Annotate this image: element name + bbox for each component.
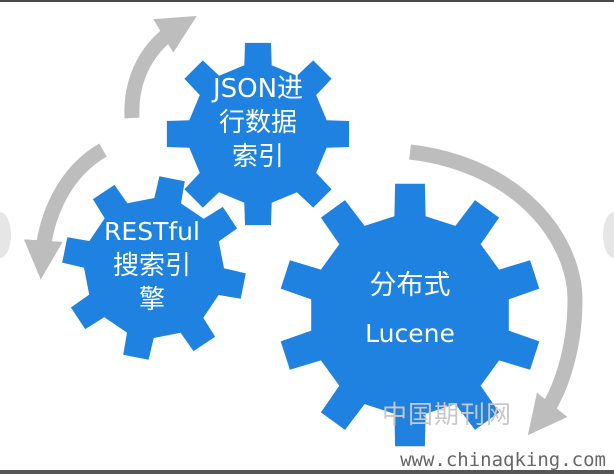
watermark-url: www.chinaqking.com xyxy=(400,449,606,471)
arrow-left xyxy=(23,143,107,280)
next-slide-tab[interactable] xyxy=(603,212,614,258)
gear-body xyxy=(280,183,540,447)
json-gear-label-line1: JSON进 xyxy=(211,74,303,104)
restful-gear-label-line1: RESTful xyxy=(104,217,200,246)
previous-slide-tab[interactable] xyxy=(0,212,11,258)
top-edge-line xyxy=(0,0,614,2)
lucene-gear-label-line1: 分布式 xyxy=(370,270,451,301)
distributed-lucene-gear xyxy=(280,183,540,447)
arrow-top-left xyxy=(124,16,197,119)
lucene-gear-label-line2: Lucene xyxy=(365,319,455,348)
gear-body xyxy=(166,42,350,226)
restful-gear-label-line2: 搜索引 xyxy=(113,251,191,281)
json-index-gear xyxy=(166,42,350,226)
watermark-cn: 中国期刊网 xyxy=(382,400,512,429)
json-gear-label-line2: 行数据 xyxy=(219,108,297,138)
arrow-right xyxy=(409,144,583,436)
gear-body xyxy=(62,176,246,360)
restful-gear-label-line3: 擎 xyxy=(139,285,165,315)
json-gear-label-line3: 索引 xyxy=(232,142,284,172)
bottom-edge-line xyxy=(0,470,614,474)
restful-search-gear xyxy=(62,176,246,360)
